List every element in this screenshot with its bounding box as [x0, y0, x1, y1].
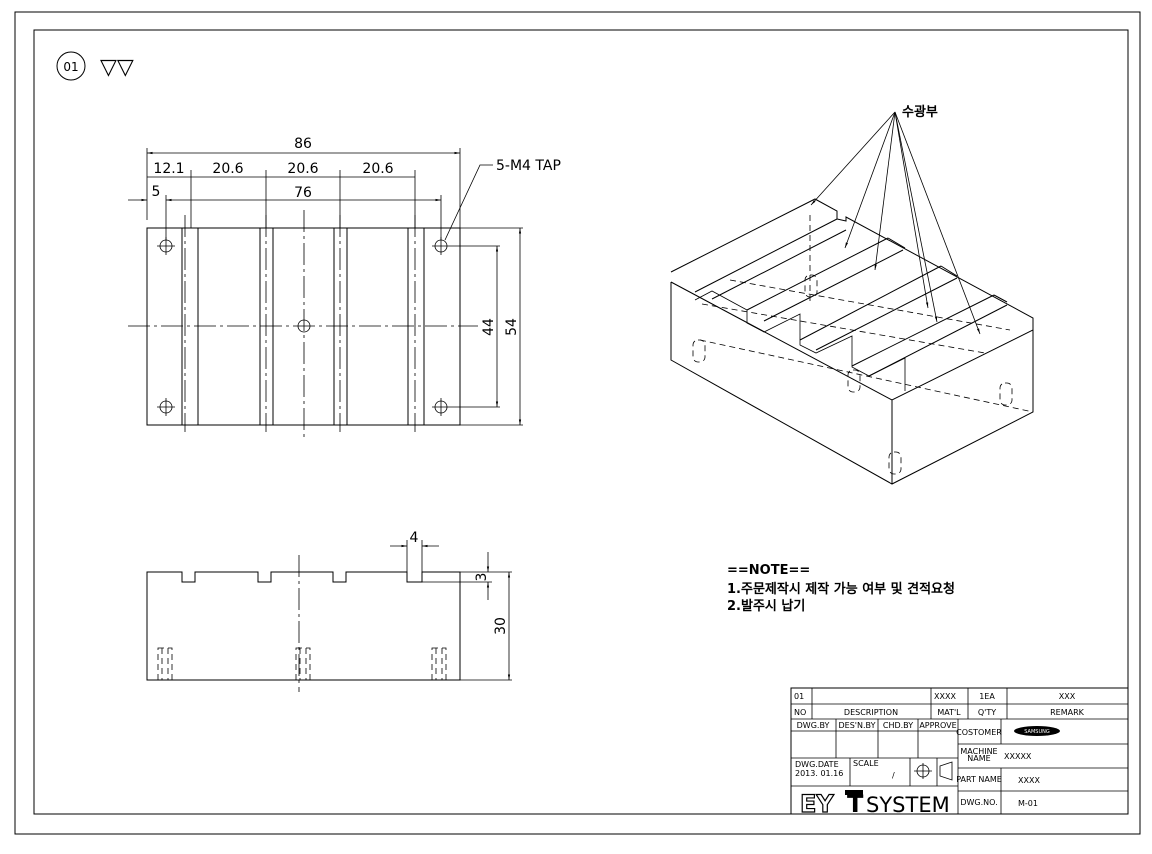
dim-slot-width: 4: [410, 530, 419, 546]
svg-text:EY: EY: [800, 790, 834, 818]
tb-dwg-date-label: DWG.DATE: [795, 760, 839, 769]
projection-symbol-icon: [914, 761, 953, 781]
tb-des-by: DES'N.BY: [839, 721, 876, 730]
tb-hdr-mat: MAT'L: [937, 708, 961, 717]
iso-pin-1: [804, 274, 818, 298]
front-view: 4 3 30: [146, 530, 512, 692]
tb-hdr-no: NO: [794, 708, 806, 717]
tap-hole-bottom-left: [157, 398, 175, 416]
dim-pitch-4: 20.6: [362, 161, 393, 177]
tb-customer-label: COSTOMER: [956, 728, 1002, 737]
hidden-tap-left: [157, 647, 173, 681]
note-line-2: 2.발주시 납기: [727, 598, 805, 614]
dim-pitch-2: 20.6: [212, 161, 243, 177]
dim-edge-offset: 5: [152, 184, 161, 200]
tb-machine-label-1: MACHINE: [960, 747, 997, 756]
tb-chd-by: CHD.BY: [883, 721, 913, 730]
tb-dwg-no-value: M-01: [1018, 799, 1038, 808]
svg-text:SYSTEM: SYSTEM: [866, 793, 950, 817]
part-number: 01: [63, 60, 78, 74]
isometric-view: 수광부: [670, 105, 1034, 485]
tb-hdr-desc: DESCRIPTION: [844, 708, 898, 717]
title-block: 01 XXXX 1EA XXX NO DESCRIPTION MAT'L Q'T…: [790, 687, 1129, 819]
dim-hole-height: 44: [481, 318, 497, 336]
iso-pin-3: [847, 369, 861, 393]
tb-scale-value: /: [892, 771, 895, 780]
tb-part-name-label: PART NAME: [956, 775, 1002, 784]
tb-part-name-value: XXXX: [1018, 776, 1040, 785]
tb-row1-mat: XXXX: [934, 692, 956, 701]
tb-dwg-by: DWG.BY: [797, 721, 830, 730]
receiver-callout-leaders: [810, 111, 981, 335]
iso-pin-2: [692, 339, 706, 363]
dim-hole-span: 76: [294, 185, 312, 201]
tb-row1-no: 01: [794, 692, 804, 701]
iso-pin-4: [999, 382, 1013, 406]
tb-hdr-remark: REMARK: [1050, 708, 1085, 717]
tb-row1-remark: XXX: [1059, 692, 1076, 701]
note-line-1: 1.주문제작시 제작 가능 여부 및 견적요청: [727, 581, 955, 597]
part-number-bubble: 01: [56, 51, 86, 81]
tb-machine-label-2: NAME: [967, 754, 990, 763]
dim-thickness: 30: [493, 617, 509, 635]
note-heading: ==NOTE==: [727, 563, 810, 578]
tap-callout: 5-M4 TAP: [496, 158, 561, 174]
tb-approve: APPROVE: [919, 721, 956, 730]
notes-block: ==NOTE== 1.주문제작시 제작 가능 여부 및 견적요청 2.발주시 납…: [727, 563, 955, 614]
tap-hole-bottom-right: [432, 398, 450, 416]
tb-scale-label: SCALE: [853, 759, 879, 768]
tb-machine-value: XXXXX: [1004, 752, 1032, 761]
receiver-label: 수광부: [902, 105, 938, 120]
tb-row1-qty: 1EA: [979, 692, 995, 701]
outer-border: [14, 11, 1141, 835]
dim-overall-width: 86: [294, 136, 312, 152]
company-logo: EY T SYSTEM: [799, 789, 950, 818]
tap-hole-center: [297, 319, 311, 333]
tb-hdr-qty: Q'TY: [978, 708, 996, 717]
inner-border: [33, 29, 1129, 815]
top-view: 86 12.1 20.6 20.6 20.6 76 5 5-M4 TAP 44 …: [128, 136, 561, 440]
dim-overall-height: 54: [504, 318, 520, 336]
hidden-tap-right: [431, 647, 447, 681]
dim-pitch-3: 20.6: [287, 161, 318, 177]
customer-logo: SAMSUNG: [1014, 726, 1060, 736]
dim-pitch-1: 12.1: [153, 161, 184, 177]
svg-text:T: T: [847, 790, 864, 818]
hidden-tap-center: [295, 647, 311, 681]
tb-dwg-date-value: 2013. 01.16: [795, 769, 843, 778]
iso-pin-5: [888, 451, 902, 475]
svg-text:SAMSUNG: SAMSUNG: [1024, 729, 1050, 735]
tb-dwg-no-label: DWG.NO.: [960, 798, 997, 807]
dim-slot-depth: 3: [474, 573, 490, 582]
surface-finish-symbol: ▽▽: [100, 55, 134, 80]
